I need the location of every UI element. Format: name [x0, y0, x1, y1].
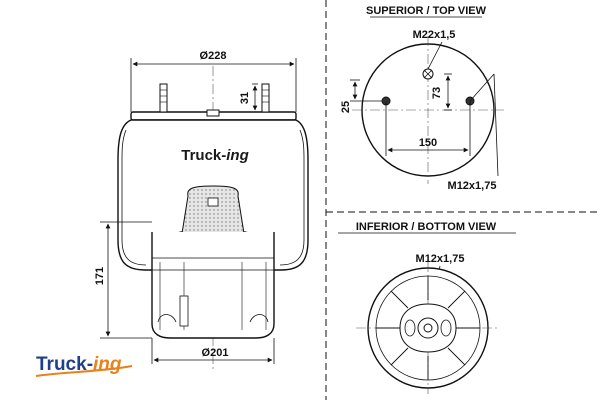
top-width-label: Ø228 [200, 50, 227, 62]
stud-spacing-label: 150 [419, 137, 437, 149]
top-view: SUPERIOR / TOP VIEW M22x1,5 150 25 73 [340, 5, 504, 192]
side-view: Ø228 31 Truck-ing [94, 50, 309, 372]
brand-logo-text: Truck-ing [36, 354, 122, 375]
stud-height-label: 31 [239, 92, 251, 104]
brand-logo-swoosh [35, 365, 133, 377]
left-stud [159, 83, 168, 113]
top-stud-thread-label: M12x1,75 [448, 180, 497, 192]
bellows-brand-label: Truck-ing [181, 147, 249, 164]
left-offset-label: 25 [340, 101, 352, 113]
bottom-view: INFERIOR / BOTTOM VIEW M12x1,75 [338, 221, 516, 394]
right-stud [261, 83, 270, 113]
brand-logo: Truck-ing [35, 354, 133, 377]
top-view-heading: SUPERIOR / TOP VIEW [366, 5, 487, 17]
center-thread-label: M22x1,5 [413, 29, 456, 41]
top-plate-center-boss [206, 109, 220, 117]
piston [151, 232, 275, 339]
bottom-width-label: Ø201 [202, 347, 229, 359]
bottom-thread-label: M12x1,75 [416, 253, 465, 265]
internal-bumper [179, 185, 247, 247]
piston-stud [179, 295, 189, 327]
bottom-view-heading: INFERIOR / BOTTOM VIEW [356, 221, 497, 233]
body-height-label: 171 [94, 267, 106, 285]
bottom-center-stud [423, 323, 433, 333]
right-offset-label: 73 [431, 87, 443, 99]
